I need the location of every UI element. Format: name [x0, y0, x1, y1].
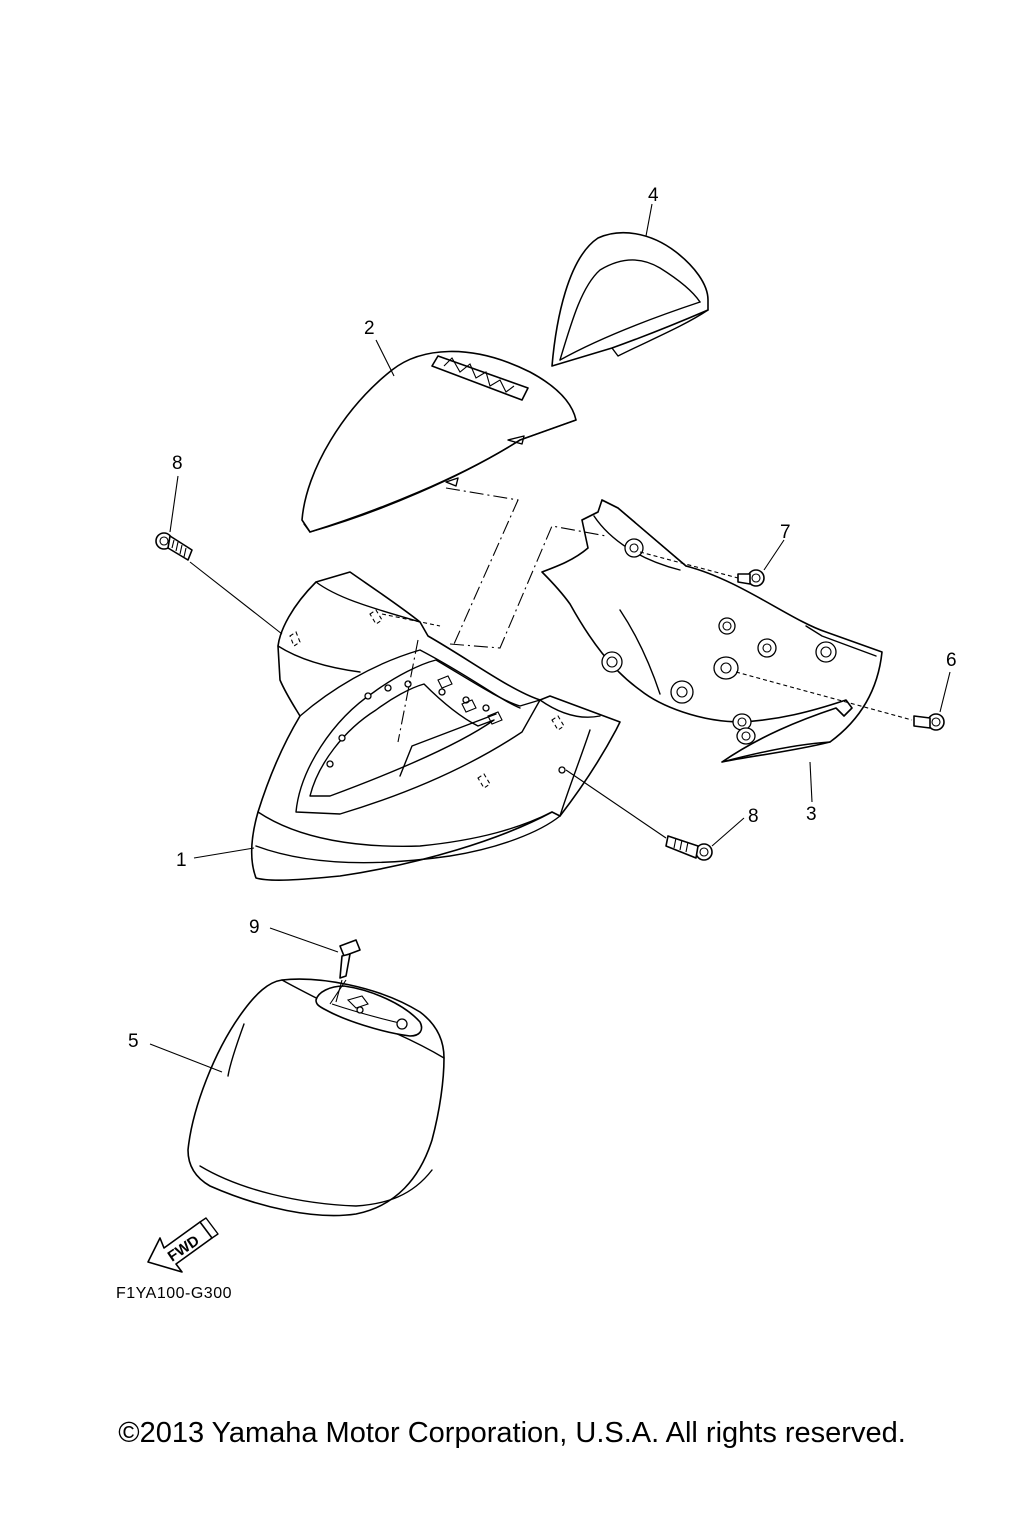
callout-5: 5: [128, 1031, 139, 1052]
callout-1: 1: [176, 850, 187, 871]
callout-9: 9: [249, 917, 260, 938]
callout-3: 3: [806, 804, 817, 825]
assembly-lines: [189, 487, 913, 1005]
callout-labels: 1 2 3 4 5 6 7 8 8 9: [128, 185, 957, 1052]
callout-8-upper: 8: [172, 453, 183, 474]
part-1-front-cover: [250, 571, 621, 881]
diagram-code: F1YA100-G300: [116, 1285, 232, 1302]
callout-6: 6: [946, 650, 957, 671]
part-8-screw-lower: [665, 835, 713, 861]
part-5-front-fender: [187, 978, 445, 1217]
callout-7: 7: [780, 522, 791, 543]
part-6-screw: [913, 713, 945, 731]
part-3-inner-panel: [541, 499, 883, 763]
forward-direction-arrow: FWD: [147, 1217, 219, 1273]
part-7-screw: [737, 569, 765, 587]
part-9-bolt: [335, 939, 361, 1003]
copyright-notice: ©2013 Yamaha Motor Corporation, U.S.A. A…: [118, 1417, 906, 1449]
logo-decal: [431, 355, 529, 401]
part-4-cover: [551, 232, 709, 367]
callout-leaders: [149, 203, 951, 1073]
part-2-visor: [301, 350, 577, 533]
callout-2: 2: [364, 318, 375, 339]
callout-4: 4: [648, 185, 659, 206]
mounting-bosses: [601, 538, 837, 745]
callout-8-lower: 8: [748, 806, 759, 827]
part-8-screw-upper: [155, 532, 193, 561]
